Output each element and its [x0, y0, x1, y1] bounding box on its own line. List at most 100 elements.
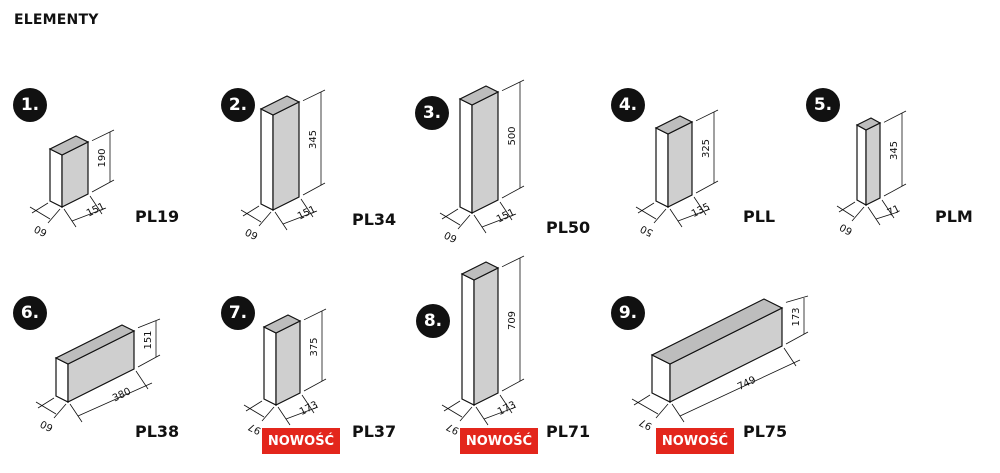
dimension-line [851, 206, 865, 222]
dimension-line [875, 211, 899, 220]
dimension-line [441, 404, 463, 418]
dimension-label: 50 [639, 222, 655, 238]
dimension-label: 151 [143, 330, 154, 349]
dimension-label: 345 [889, 141, 900, 160]
dimension-line [301, 394, 315, 414]
dimension-line [501, 185, 525, 199]
dimension-line [29, 206, 51, 220]
dimension-line [71, 207, 107, 222]
dimension-line [631, 398, 659, 415]
block-left-face [49, 148, 63, 208]
dimension-line [277, 406, 291, 426]
dimension-label: 375 [309, 337, 320, 356]
item-number-badge: 9. [611, 296, 645, 330]
dimension-label: 173 [496, 400, 518, 418]
dimension-line [836, 205, 855, 218]
block-front-face [471, 91, 499, 214]
dimension-line [137, 318, 161, 329]
item-code-label: PLL [743, 207, 776, 226]
item-code-label: PL34 [352, 210, 397, 229]
block-top-face [262, 314, 302, 334]
dimension-line [693, 196, 707, 216]
block-top-face [650, 298, 784, 365]
block-front-face [272, 101, 300, 211]
dimension-label: 173 [791, 307, 802, 326]
section-title: ELEMENTY [14, 12, 99, 28]
block-top-face [54, 324, 136, 365]
dimension-label: 97 [445, 420, 461, 436]
block-top-face [458, 85, 500, 106]
dimension-line [473, 214, 487, 234]
dimension-line [501, 79, 525, 92]
dimension-line [47, 208, 61, 224]
dimension-label: 71 [886, 203, 902, 219]
dimension-line [37, 397, 55, 409]
element-pl38: 151 380 60 [35, 318, 161, 433]
dimension-line [499, 201, 513, 221]
dimension-line [258, 211, 272, 227]
dimension-label: 60 [39, 417, 55, 433]
dimension-label: 151 [85, 201, 107, 219]
dimension-line [881, 199, 895, 219]
item-code-label: PL50 [546, 218, 591, 237]
dimension-line [89, 195, 103, 215]
dimension-line [459, 406, 473, 422]
dimension-label: 60 [443, 228, 459, 244]
dimension-line [785, 295, 809, 303]
dimension-label: 60 [33, 222, 49, 238]
dimension-label: 709 [507, 311, 518, 330]
dimension-line [475, 406, 489, 426]
dimension-label: 380 [111, 386, 133, 404]
block-left-face [260, 108, 274, 211]
dimension-line [481, 213, 517, 228]
dimension-line [671, 403, 685, 423]
block-top-face [460, 261, 500, 281]
dimension-line [53, 403, 67, 419]
block-left-face [55, 357, 69, 403]
item-number-badge: 3. [415, 96, 449, 130]
block-top-face [259, 95, 301, 116]
dimension-line [302, 182, 326, 196]
dimension-line [439, 212, 461, 226]
dimension-line [653, 208, 667, 224]
block-left-face [461, 273, 475, 406]
dimension-line [135, 370, 149, 390]
dimension-label: 325 [701, 139, 712, 158]
dimension-line [637, 202, 655, 214]
dimension-label: 190 [97, 148, 108, 167]
dimension-line [677, 208, 711, 222]
dimension-line [302, 89, 326, 102]
item-number-badge: 5. [806, 88, 840, 122]
dimension-line [483, 406, 517, 420]
dimension-line [783, 347, 797, 367]
dimension-label: 97 [247, 420, 263, 436]
item-number-badge: 8. [416, 304, 450, 338]
dimension-line [501, 255, 525, 268]
item-code-label: PL19 [135, 207, 180, 226]
item-code-label: PL38 [135, 422, 180, 441]
dimension-line [282, 210, 318, 225]
dimension-line [303, 378, 327, 392]
dimension-line [303, 308, 327, 321]
block-left-face [263, 326, 277, 406]
dimension-line [441, 208, 459, 220]
dimension-line [669, 208, 683, 228]
dimension-line [443, 400, 461, 412]
item-code-label: PL71 [546, 422, 591, 441]
dimension-line [499, 394, 513, 414]
block-top-face [48, 135, 90, 156]
dimension-label: 500 [507, 126, 518, 145]
dimension-line [240, 209, 262, 223]
dimension-line [31, 202, 49, 214]
dimension-label: 345 [308, 130, 319, 149]
dimension-line [883, 183, 907, 197]
dimension-line [77, 382, 153, 417]
block-left-face [856, 123, 867, 207]
dimension-line [69, 403, 83, 423]
item-number-badge: 7. [221, 296, 255, 330]
